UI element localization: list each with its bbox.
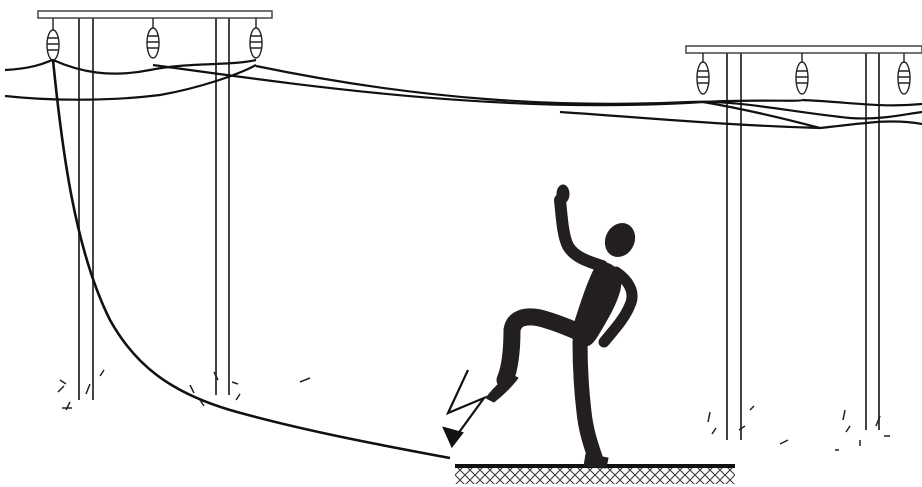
person-silhouette xyxy=(486,185,640,468)
insulator-icon xyxy=(898,53,910,94)
overhead-wires xyxy=(5,60,922,128)
insulators xyxy=(47,18,910,94)
insulator-icon xyxy=(697,53,709,94)
lightning-bolt-icon xyxy=(444,370,484,446)
insulator-icon xyxy=(47,18,59,60)
insulator-icon xyxy=(250,18,262,58)
insulator-icon xyxy=(796,53,808,94)
fallen-wire xyxy=(53,60,450,458)
insulator-icon xyxy=(147,18,159,58)
